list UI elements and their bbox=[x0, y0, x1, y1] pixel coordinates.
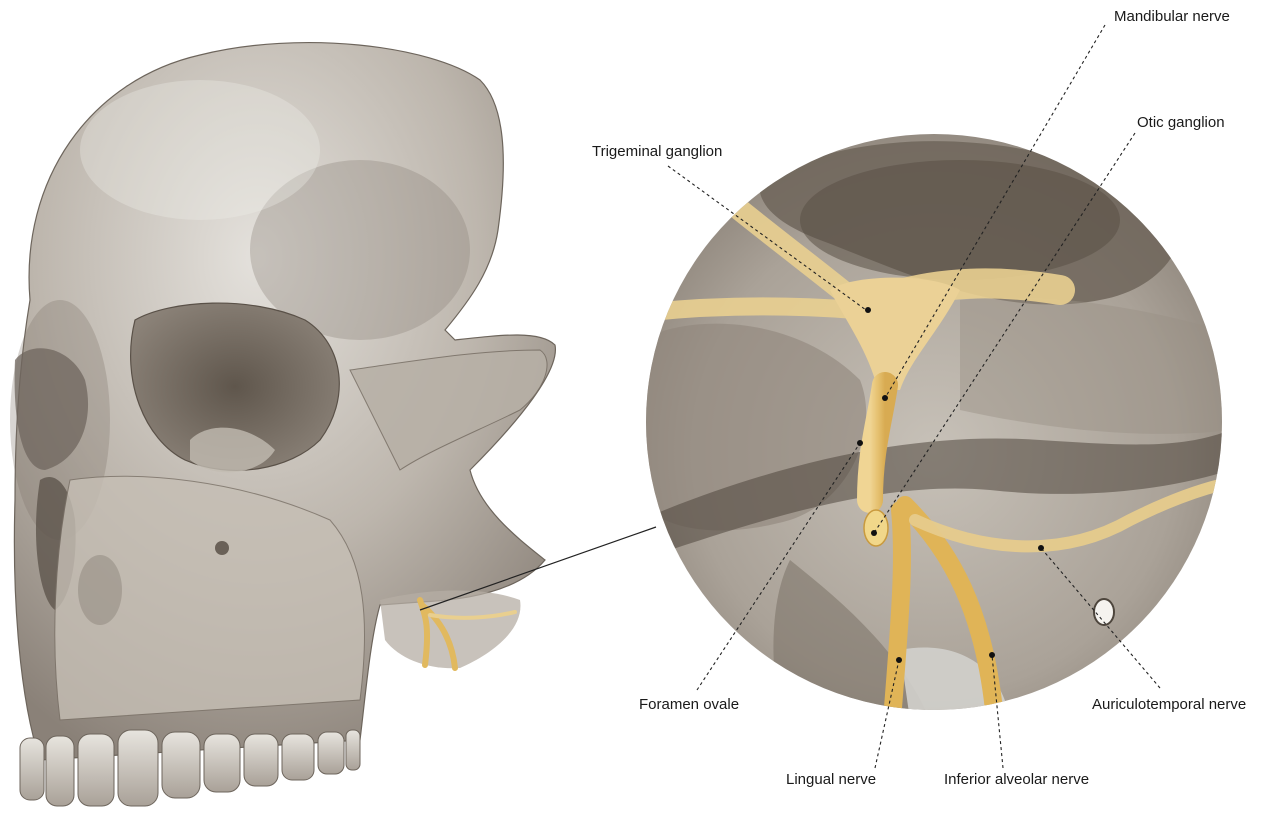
magnified-view bbox=[640, 134, 1230, 720]
dot-lingual-nerve bbox=[896, 657, 902, 663]
dot-auriculotemporal-nerve bbox=[1038, 545, 1044, 551]
label-otic-ganglion: Otic ganglion bbox=[1137, 114, 1225, 132]
label-foramen-ovale: Foramen ovale bbox=[639, 696, 739, 714]
dot-otic-ganglion bbox=[871, 530, 877, 536]
label-lingual-nerve: Lingual nerve bbox=[786, 771, 876, 789]
label-inferior-alveolar-nerve: Inferior alveolar nerve bbox=[944, 771, 1089, 789]
mandibular-trunk bbox=[870, 385, 885, 500]
label-auriculotemporal-nerve: Auriculotemporal nerve bbox=[1092, 696, 1246, 714]
dot-foramen-ovale bbox=[857, 440, 863, 446]
label-mandibular-nerve: Mandibular nerve bbox=[1114, 8, 1230, 26]
dot-mandibular-nerve bbox=[882, 395, 888, 401]
otic-ganglion-shape bbox=[864, 510, 888, 546]
skull bbox=[10, 43, 555, 806]
teeth bbox=[20, 730, 360, 806]
label-trigeminal-ganglion: Trigeminal ganglion bbox=[592, 143, 722, 161]
dot-trigeminal-ganglion bbox=[865, 307, 871, 313]
lingual-nerve-shape bbox=[892, 510, 902, 720]
dot-inferior-alveolar-nerve bbox=[989, 652, 995, 658]
